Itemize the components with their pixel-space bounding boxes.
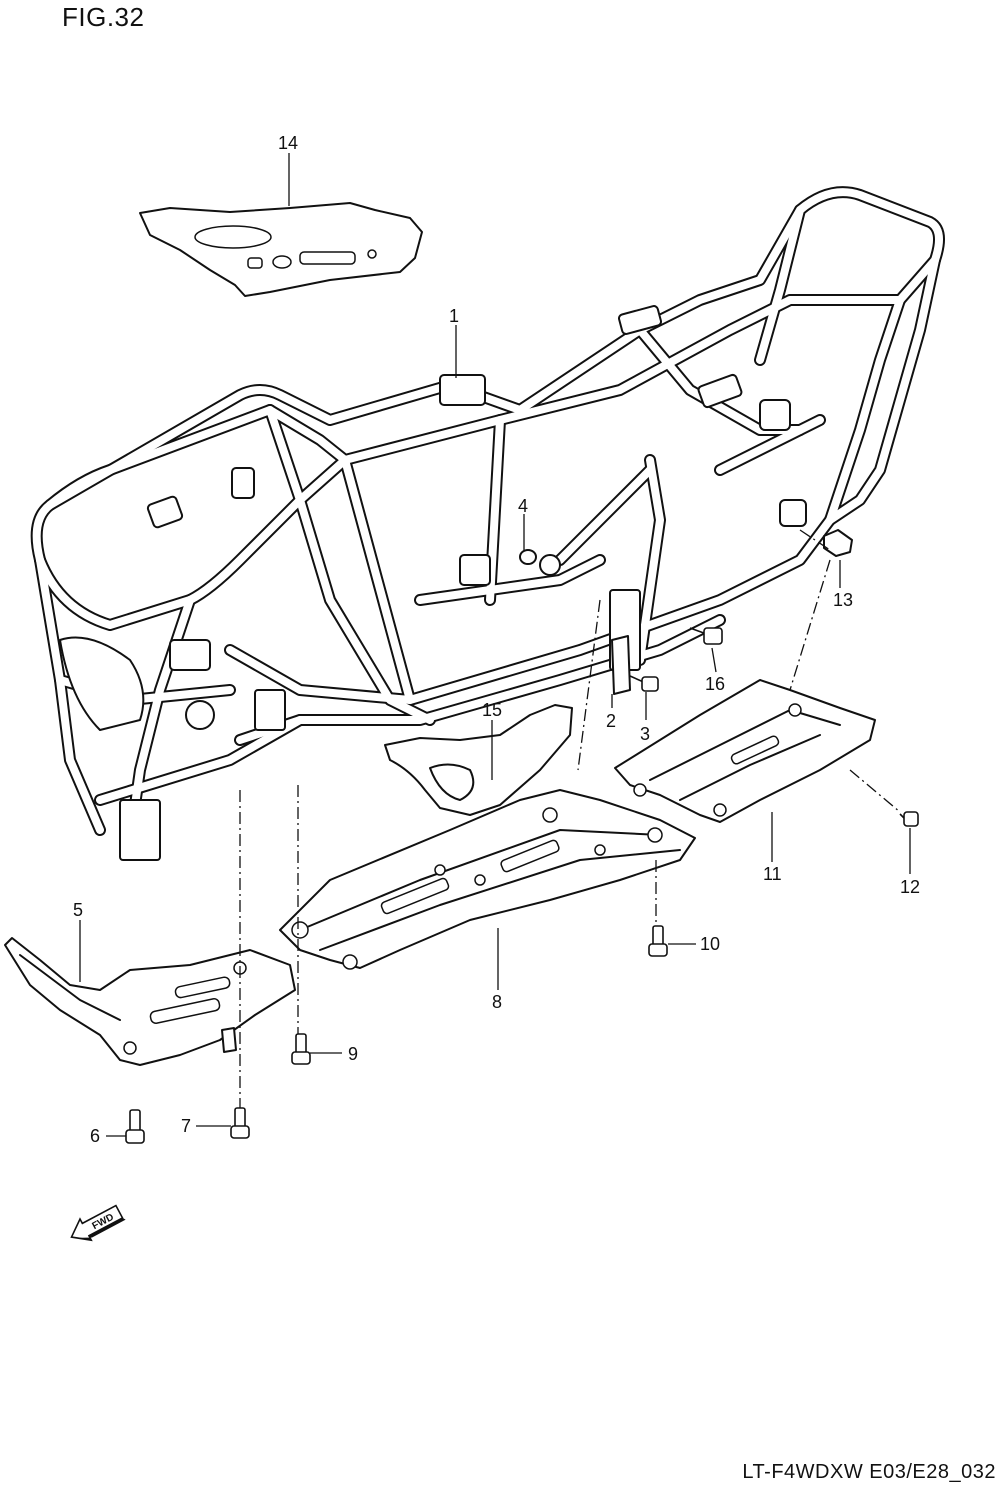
frame-tube-fill xyxy=(266,406,304,504)
part-14-cover-plate[interactable] xyxy=(139,202,423,297)
frame-tube-fill xyxy=(36,556,194,629)
callout-labels: 1 2 3 4 5 6 7 8 9 10 11 12 13 14 15 16 xyxy=(73,133,920,1146)
part-6-bolt[interactable] xyxy=(125,1109,145,1144)
callout-4: 4 xyxy=(518,496,528,516)
frame-tube-fill xyxy=(46,296,904,509)
assembly-lines xyxy=(239,529,901,1108)
callout-10: 10 xyxy=(700,934,720,954)
part-8-main-skid-plate[interactable] xyxy=(279,789,696,970)
part-2-bracket[interactable] xyxy=(611,635,631,695)
callout-3: 3 xyxy=(640,724,650,744)
part-16-bolt[interactable] xyxy=(689,627,723,645)
callout-15: 15 xyxy=(482,700,502,720)
part-13-bushing[interactable] xyxy=(823,529,853,557)
part-15-heat-shield[interactable] xyxy=(384,704,573,816)
callout-2: 2 xyxy=(606,711,616,731)
callout-11: 11 xyxy=(763,864,782,884)
part-9-bolt[interactable] xyxy=(291,1033,311,1065)
callout-8: 8 xyxy=(492,992,502,1012)
frame-tube-fill xyxy=(556,466,654,564)
frame-tube-fill xyxy=(826,256,939,524)
part-5-front-skid-plate[interactable] xyxy=(4,937,296,1066)
callout-13: 13 xyxy=(833,590,853,610)
frame-tube-fill xyxy=(636,456,664,664)
callout-12: 12 xyxy=(900,877,920,897)
callout-6: 6 xyxy=(90,1126,100,1146)
frame-tube-fill xyxy=(756,206,804,364)
fwd-arrow-icon: FWD xyxy=(70,1204,126,1242)
frame-tube-fill xyxy=(716,416,824,474)
part-3-bolt[interactable] xyxy=(629,675,659,692)
frame-tube-fill xyxy=(186,456,349,604)
leader-lines xyxy=(79,153,911,1137)
part-11-rear-skid-plate[interactable] xyxy=(614,679,876,823)
part-4-collar[interactable] xyxy=(519,549,537,565)
callout-5: 5 xyxy=(73,900,83,920)
frame-tube-fill xyxy=(341,456,414,704)
frame-tube-fill xyxy=(486,416,504,604)
callout-9: 9 xyxy=(348,1044,358,1064)
callout-16: 16 xyxy=(705,674,725,694)
figure-code: LT-F4WDXW E03/E28_032 xyxy=(742,1461,996,1483)
part-12-bolt[interactable] xyxy=(899,811,919,827)
callout-7: 7 xyxy=(181,1116,191,1136)
frame-tube-fill xyxy=(416,556,604,604)
callout-14: 14 xyxy=(278,133,298,153)
part-10-bolt[interactable] xyxy=(648,925,668,957)
part-1-frame[interactable] xyxy=(30,186,945,861)
frame-tube-fill xyxy=(296,496,434,724)
callout-1: 1 xyxy=(449,306,459,326)
frame-tube-fill xyxy=(226,516,834,704)
frame-tube-fill xyxy=(96,716,304,804)
part-7-bolt[interactable] xyxy=(230,1107,250,1139)
frame-tube-fill xyxy=(826,296,904,524)
figure-title: FIG.32 xyxy=(62,2,145,32)
frame-tube-fill xyxy=(36,556,104,834)
